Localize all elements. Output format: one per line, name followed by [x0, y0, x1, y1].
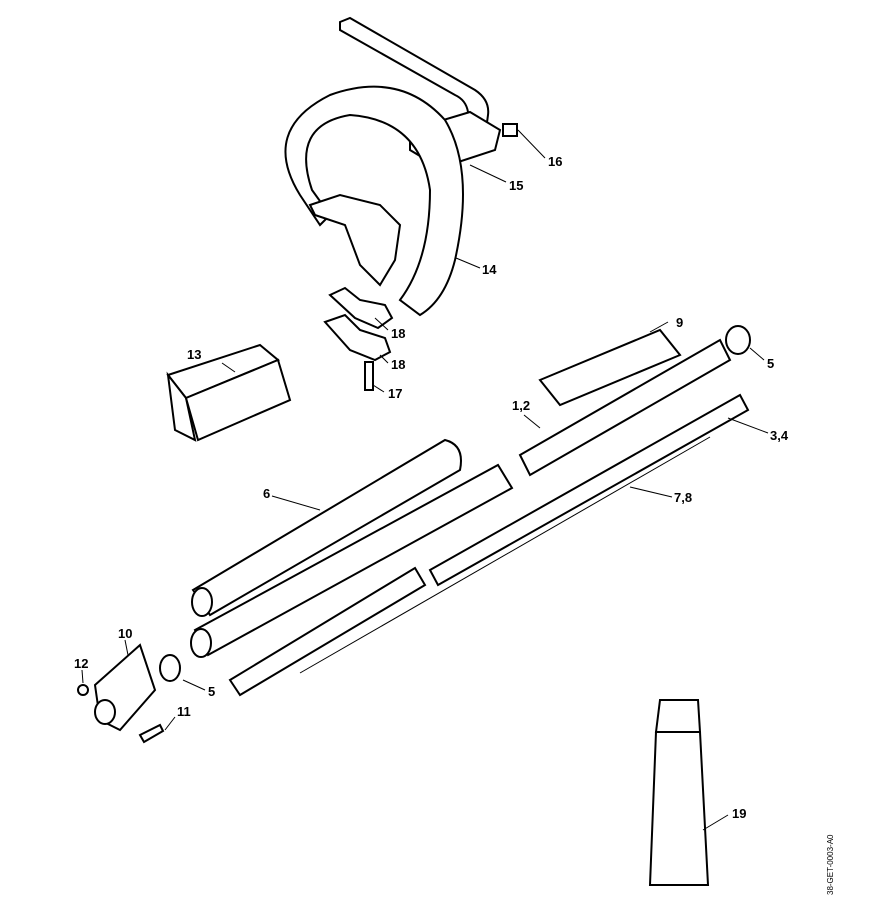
cap-part[interactable] [725, 325, 751, 355]
callout-18-lower: 18 [391, 357, 406, 372]
drive-shaft-part[interactable] [299, 436, 711, 674]
callout-10: 10 [118, 626, 133, 641]
callout-3-4: 3,4 [770, 428, 789, 443]
shaft-tube-upper-part[interactable] [518, 338, 732, 477]
tube-half-part[interactable] [428, 393, 750, 587]
grip-tube-part[interactable] [191, 438, 462, 617]
clamp-upper-part[interactable] [328, 286, 394, 330]
nut-part[interactable] [502, 123, 518, 137]
callout-13: 13 [187, 347, 202, 362]
callout-5-bottom: 5 [208, 684, 216, 699]
leader-lines [81, 129, 769, 831]
nut-small-part[interactable] [77, 684, 89, 696]
callout-11: 11 [177, 704, 191, 719]
callout-16: 16 [548, 154, 563, 169]
callout-15: 15 [509, 178, 524, 193]
callout-18-upper: 18 [391, 326, 406, 341]
screw-small-part[interactable] [138, 723, 165, 744]
callout-1-2: 1,2 [512, 398, 531, 413]
callout-5-top: 5 [767, 356, 775, 371]
diagram-code: 38-GET-0003-A0 [826, 834, 835, 895]
clamp-lower-part[interactable] [323, 313, 392, 362]
callout-6: 6 [263, 486, 271, 501]
callout-17: 17 [388, 386, 403, 401]
callout-19: 19 [732, 806, 747, 821]
callout-9: 9 [676, 315, 684, 330]
screw-part[interactable] [364, 361, 374, 391]
grease-tube-part[interactable] [648, 699, 710, 886]
ring-part[interactable] [159, 654, 181, 682]
warning-label-part[interactable] [538, 328, 682, 407]
callout-12: 12 [74, 656, 89, 671]
callout-7-8: 7,8 [674, 490, 693, 505]
callout-14: 14 [482, 262, 497, 277]
loop-handle-part[interactable] [284, 85, 464, 317]
